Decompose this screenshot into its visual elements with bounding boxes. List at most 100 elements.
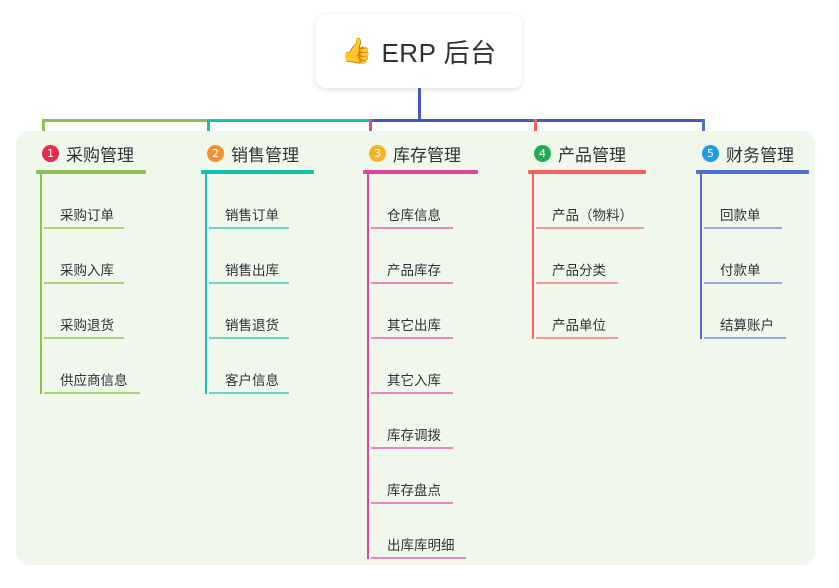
leaf-item-label: 产品库存 <box>387 263 441 278</box>
leaf-item[interactable]: 其它入库 <box>367 339 518 394</box>
leaf-item-rule <box>371 227 453 229</box>
leaf-item[interactable]: 采购退货 <box>40 284 186 339</box>
leaf-item[interactable]: 出库库明细 <box>367 504 518 559</box>
column-badge: 3 <box>369 144 386 162</box>
column-采购管理: 1 采购管理采购订单采购入库采购退货供应商信息 <box>36 140 186 394</box>
column-header[interactable]: 3 库存管理 <box>363 140 518 166</box>
column-title: 产品管理 <box>558 145 626 165</box>
column-销售管理: 2 销售管理销售订单销售出库销售退货客户信息 <box>201 140 351 394</box>
leaf-item-rule <box>44 227 124 229</box>
column-items: 采购订单采购入库采购退货供应商信息 <box>36 174 186 394</box>
leaf-item-label: 产品（物料） <box>552 208 633 223</box>
column-header-rule <box>36 170 146 174</box>
column-spine <box>367 174 369 559</box>
column-spine <box>532 174 534 339</box>
leaf-item-rule <box>371 557 466 559</box>
leaf-item[interactable]: 产品单位 <box>532 284 683 339</box>
leaf-item-rule <box>209 392 289 394</box>
leaf-item[interactable]: 结算账户 <box>700 284 816 339</box>
leaf-item-rule <box>704 282 782 284</box>
column-spine <box>205 174 207 394</box>
connector-bar-segment <box>534 119 705 122</box>
column-spine <box>40 174 42 394</box>
column-库存管理: 3 库存管理仓库信息产品库存其它出库其它入库库存调拨库存盘点出库库明细 <box>363 140 518 559</box>
leaf-item[interactable]: 回款单 <box>700 174 816 229</box>
leaf-item-rule <box>44 337 124 339</box>
column-header-rule <box>363 170 478 174</box>
leaf-item[interactable]: 销售出库 <box>205 229 351 284</box>
leaf-item[interactable]: 付款单 <box>700 229 816 284</box>
leaf-item-label: 采购退货 <box>60 318 114 333</box>
leaf-item[interactable]: 其它出库 <box>367 284 518 339</box>
leaf-item-label: 其它入库 <box>387 373 441 388</box>
column-title: 销售管理 <box>231 145 299 165</box>
column-header-rule <box>528 170 646 174</box>
leaf-item[interactable]: 仓库信息 <box>367 174 518 229</box>
leaf-item-label: 库存调拨 <box>387 428 441 443</box>
column-badge: 5 <box>702 144 719 162</box>
leaf-item-rule <box>536 227 644 229</box>
column-header[interactable]: 4 产品管理 <box>528 140 683 166</box>
leaf-item[interactable]: 供应商信息 <box>40 339 186 394</box>
column-header[interactable]: 5 财务管理 <box>696 140 816 166</box>
column-badge: 1 <box>42 144 59 162</box>
connector-bar-segment <box>42 119 210 122</box>
leaf-item-rule <box>536 337 618 339</box>
root-stem-line <box>418 88 421 122</box>
leaf-item[interactable]: 采购订单 <box>40 174 186 229</box>
column-header[interactable]: 2 销售管理 <box>201 140 351 166</box>
root-node-title: ERP 后台 <box>381 37 497 68</box>
leaf-item-label: 仓库信息 <box>387 208 441 223</box>
leaf-item[interactable]: 产品（物料） <box>532 174 683 229</box>
column-spine <box>700 174 702 339</box>
column-items: 产品（物料） 产品分类产品单位 <box>528 174 683 339</box>
leaf-item-label: 销售订单 <box>225 208 279 223</box>
leaf-item-label: 结算账户 <box>720 318 774 333</box>
leaf-item-rule <box>704 227 782 229</box>
leaf-item[interactable]: 采购入库 <box>40 229 186 284</box>
column-财务管理: 5 财务管理回款单付款单结算账户 <box>696 140 816 339</box>
leaf-item[interactable]: 产品库存 <box>367 229 518 284</box>
column-header[interactable]: 1 采购管理 <box>36 140 186 166</box>
leaf-item-rule <box>371 337 453 339</box>
diagram-panel <box>16 131 815 565</box>
leaf-item-label: 付款单 <box>720 263 761 278</box>
column-items: 仓库信息产品库存其它出库其它入库库存调拨库存盘点出库库明细 <box>363 174 518 559</box>
leaf-item-label: 供应商信息 <box>60 373 128 388</box>
leaf-item-label: 回款单 <box>720 208 761 223</box>
column-items: 回款单付款单结算账户 <box>696 174 816 339</box>
leaf-item[interactable]: 客户信息 <box>205 339 351 394</box>
leaf-item[interactable]: 产品分类 <box>532 229 683 284</box>
leaf-item-rule <box>371 392 453 394</box>
connector-bar-segment <box>369 119 537 122</box>
leaf-item[interactable]: 销售退货 <box>205 284 351 339</box>
leaf-item[interactable]: 销售订单 <box>205 174 351 229</box>
leaf-item-rule <box>536 282 618 284</box>
leaf-item-label: 其它出库 <box>387 318 441 333</box>
connector-bar-segment <box>207 119 372 122</box>
leaf-item-rule <box>371 447 453 449</box>
leaf-item-rule <box>704 337 786 339</box>
leaf-item-rule <box>209 282 289 284</box>
leaf-item-label: 产品分类 <box>552 263 606 278</box>
column-header-rule <box>696 170 809 174</box>
column-title: 采购管理 <box>66 145 134 165</box>
column-badge: 2 <box>207 144 224 162</box>
column-产品管理: 4 产品管理产品（物料） 产品分类产品单位 <box>528 140 683 339</box>
leaf-item-rule <box>44 282 124 284</box>
leaf-item-label: 销售出库 <box>225 263 279 278</box>
leaf-item-label: 采购入库 <box>60 263 114 278</box>
thumbs-up-icon: 👍 <box>341 36 373 65</box>
leaf-item-label: 产品单位 <box>552 318 606 333</box>
column-header-rule <box>201 170 314 174</box>
column-title: 财务管理 <box>726 145 794 165</box>
leaf-item-label: 出库库明细 <box>387 538 455 553</box>
root-node-card[interactable]: 👍 ERP 后台 <box>316 14 522 88</box>
leaf-item-rule <box>209 337 289 339</box>
leaf-item[interactable]: 库存盘点 <box>367 449 518 504</box>
column-badge: 4 <box>534 144 551 162</box>
leaf-item[interactable]: 库存调拨 <box>367 394 518 449</box>
leaf-item-label: 库存盘点 <box>387 483 441 498</box>
column-title: 库存管理 <box>393 145 461 165</box>
leaf-item-rule <box>371 282 453 284</box>
